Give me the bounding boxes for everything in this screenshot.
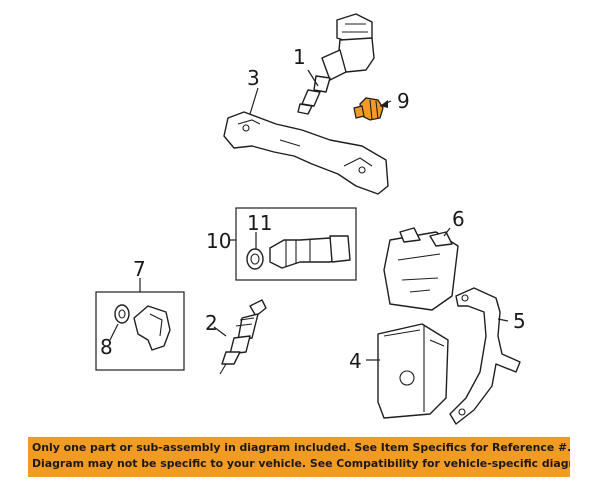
o-ring-washer-8 [114, 304, 130, 324]
callout-3: 3 [247, 66, 260, 90]
callout-1: 1 [293, 45, 306, 69]
callout-9: 9 [397, 89, 410, 113]
cam-position-sensor [133, 305, 171, 351]
disclaimer-banner: Only one part or sub-assembly in diagram… [28, 437, 570, 477]
callout-4: 4 [349, 349, 362, 373]
callout-10: 10 [206, 229, 231, 253]
ignition-coil [297, 13, 375, 115]
o-ring-washer-11 [246, 248, 264, 270]
disclaimer-line-2: Diagram may not be specific to your vehi… [32, 457, 570, 470]
injector-group-box [235, 207, 357, 281]
callout-2: 2 [205, 311, 218, 335]
callout-7: 7 [133, 257, 146, 281]
spark-plug [219, 299, 267, 375]
coil-cover-bracket [223, 111, 389, 195]
callout-8: 8 [100, 335, 113, 359]
mounting-bracket [449, 287, 521, 425]
fuel-injector [269, 235, 351, 269]
engine-control-module [377, 323, 449, 419]
ecm-upper-module [383, 227, 459, 311]
disclaimer-line-1: Only one part or sub-assembly in diagram… [32, 441, 570, 454]
highlighted-sensor [353, 97, 384, 121]
callout-5: 5 [513, 309, 526, 333]
callout-6: 6 [452, 207, 465, 231]
callout-11: 11 [247, 211, 272, 235]
